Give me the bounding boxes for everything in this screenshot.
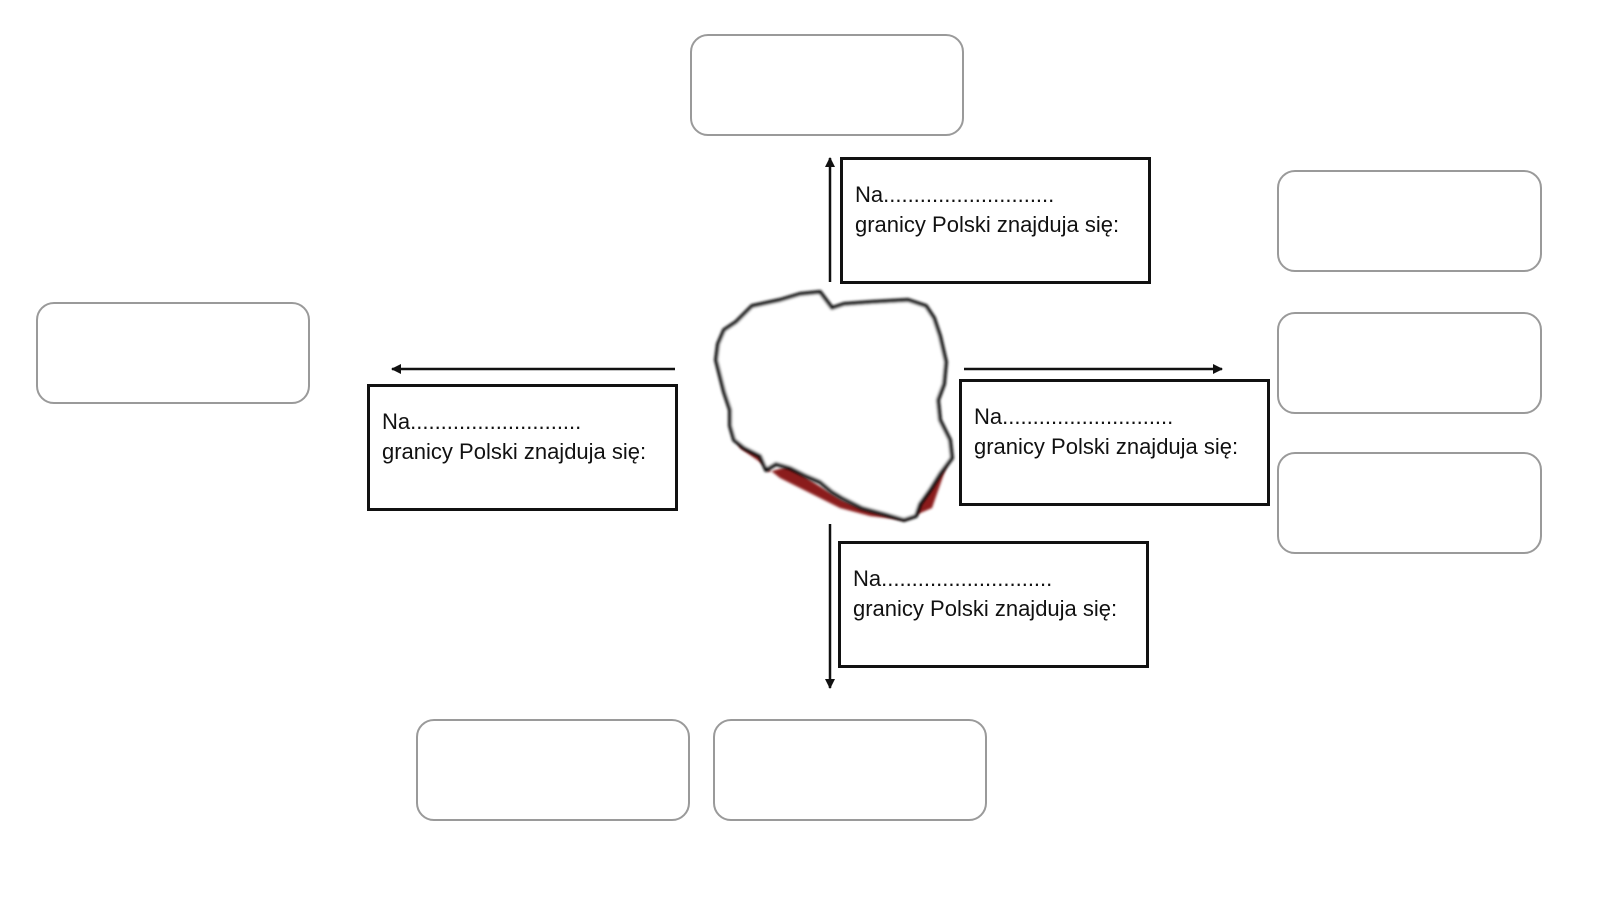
answer-box-west[interactable] bbox=[36, 302, 310, 404]
answer-box-east-3[interactable] bbox=[1277, 452, 1542, 554]
label-south-line1: Na............................ bbox=[853, 566, 1053, 591]
label-west-line1: Na............................ bbox=[382, 409, 582, 434]
answer-box-east-2[interactable] bbox=[1277, 312, 1542, 414]
answer-box-south-1[interactable] bbox=[416, 719, 690, 821]
label-box-west: Na............................ granicy P… bbox=[367, 384, 678, 511]
poland-map-outline bbox=[714, 290, 954, 522]
label-south-line2: granicy Polski znajduja się: bbox=[853, 596, 1118, 621]
answer-box-south-2[interactable] bbox=[713, 719, 987, 821]
label-north-line2: granicy Polski znajduja się: bbox=[855, 212, 1120, 237]
poland-map-shadow bbox=[736, 438, 948, 520]
label-box-north: Na............................ granicy P… bbox=[840, 157, 1151, 284]
answer-box-north[interactable] bbox=[690, 34, 964, 136]
answer-box-east-1[interactable] bbox=[1277, 170, 1542, 272]
poland-map bbox=[714, 290, 954, 522]
label-west-line2: granicy Polski znajduja się: bbox=[382, 439, 647, 464]
label-box-south: Na............................ granicy P… bbox=[838, 541, 1149, 668]
label-east-line2: granicy Polski znajduja się: bbox=[974, 434, 1239, 459]
label-box-east: Na............................ granicy P… bbox=[959, 379, 1270, 506]
label-north-line1: Na............................ bbox=[855, 182, 1055, 207]
label-east-line1: Na............................ bbox=[974, 404, 1174, 429]
